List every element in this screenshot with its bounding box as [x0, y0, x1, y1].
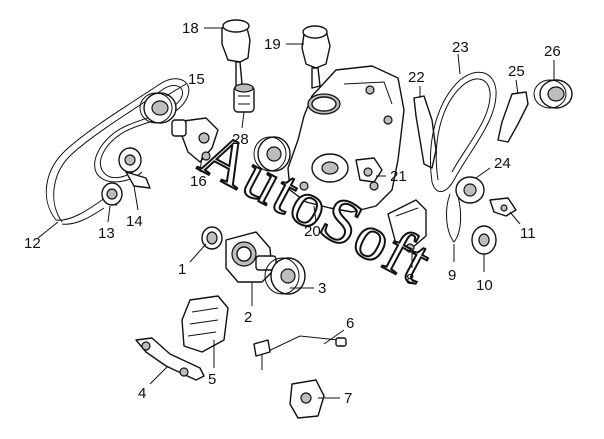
tensioner-rail-25 — [497, 91, 529, 143]
callout-label: 26 — [544, 43, 561, 60]
callout-25: 25 — [508, 63, 525, 95]
callout-label: 23 — [452, 39, 469, 56]
callout-2: 2 — [244, 282, 253, 326]
callout-8: 8 — [406, 248, 414, 288]
pulley-3 — [264, 257, 306, 295]
sprocket-10 — [471, 225, 497, 255]
callout-label: 12 — [24, 235, 41, 252]
clip-11 — [489, 197, 517, 217]
callout-label: 6 — [346, 315, 354, 332]
callout-label: 8 — [406, 271, 414, 288]
idler-pulley-15 — [139, 92, 177, 124]
tensioner-16 — [171, 117, 219, 163]
callout-label: 28 — [232, 131, 249, 148]
tensioner-8 — [387, 199, 427, 253]
drive-belt-12 — [45, 78, 190, 225]
callout-label: 24 — [494, 155, 511, 172]
callout-23: 23 — [452, 39, 469, 75]
tensioner-pulley-14 — [118, 147, 151, 189]
sprocket-24 — [455, 176, 485, 204]
callout-label: 1 — [178, 261, 186, 278]
callout-5: 5 — [208, 340, 216, 388]
chain-guide-22 — [413, 95, 437, 169]
callout-21: 21 — [376, 168, 407, 185]
callout-9: 9 — [448, 244, 456, 284]
callout-18: 18 — [182, 20, 222, 37]
callout-label: 5 — [208, 371, 216, 388]
callout-20: 20 — [304, 205, 321, 240]
callout-16: 16 — [190, 155, 207, 190]
callout-label: 14 — [126, 213, 143, 230]
timing-chain-23 — [429, 71, 497, 192]
dipstick-tube-6 — [253, 335, 347, 370]
callout-label: 4 — [138, 385, 146, 402]
callout-1: 1 — [178, 243, 207, 278]
bracket-4 — [135, 337, 205, 381]
engine-mount-7 — [289, 379, 325, 419]
callout-11: 11 — [509, 211, 536, 242]
callout-label: 15 — [188, 71, 205, 88]
callout-12: 12 — [24, 221, 59, 252]
callout-label: 21 — [390, 168, 407, 185]
callout-label: 25 — [508, 63, 525, 80]
pump-body-2 — [225, 231, 277, 283]
callout-26: 26 — [544, 43, 561, 80]
callout-label: 10 — [476, 277, 493, 294]
callout-label: 11 — [520, 225, 536, 242]
pulley-13 — [101, 182, 123, 206]
callout-14: 14 — [126, 185, 143, 230]
callout-13: 13 — [98, 205, 115, 242]
cam-sprocket-26 — [533, 79, 573, 109]
oil-filter-housing-19 — [301, 25, 331, 89]
callout-label: 19 — [264, 36, 281, 53]
callout-7: 7 — [318, 390, 352, 407]
callout-label: 22 — [408, 69, 425, 86]
callout-22: 22 — [408, 69, 425, 98]
callout-label: 20 — [304, 223, 321, 240]
callout-label: 13 — [98, 225, 115, 242]
seal-ring-1 — [201, 226, 223, 250]
callout-4: 4 — [138, 365, 169, 402]
callout-label: 7 — [344, 390, 352, 407]
callout-label: 16 — [190, 173, 207, 190]
crank-pulley — [253, 136, 291, 172]
callout-label: 2 — [244, 309, 252, 326]
oil-cooler-5 — [181, 295, 229, 353]
callout-label: 3 — [318, 280, 326, 297]
callout-6: 6 — [323, 315, 354, 345]
callout-19: 19 — [264, 36, 304, 53]
callout-label: 18 — [182, 20, 199, 37]
callout-24: 24 — [475, 155, 511, 179]
callout-3: 3 — [290, 280, 326, 297]
callout-10: 10 — [476, 254, 493, 294]
callout-15: 15 — [165, 71, 205, 97]
filter-insert-28 — [233, 83, 255, 113]
callout-label: 9 — [448, 267, 456, 284]
oil-filter-housing-18 — [221, 19, 251, 87]
callout-28: 28 — [232, 111, 249, 148]
chain-9 — [446, 193, 462, 243]
